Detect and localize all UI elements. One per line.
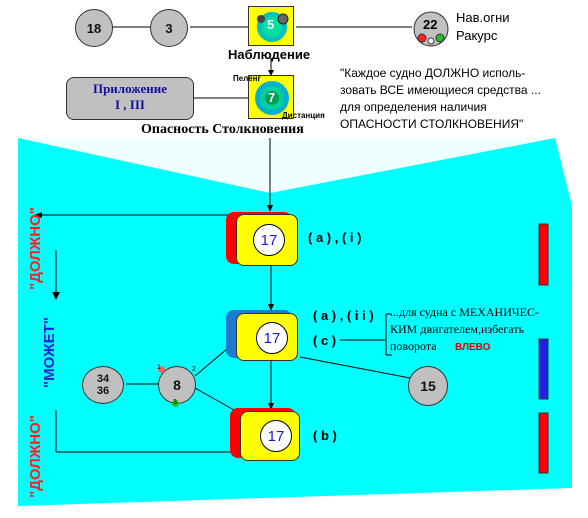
nav-lights-icon: 22 bbox=[412, 11, 450, 47]
note-line3: поворота bbox=[390, 339, 437, 353]
note-line2: КИМ двигателем,избегать bbox=[390, 322, 525, 336]
must-bottom-label: "ДОЛЖНО" bbox=[26, 415, 44, 498]
circle-8-dot-3-label: 3 bbox=[173, 399, 177, 406]
card2-number: 17 bbox=[256, 322, 288, 354]
quote-line3: для определения наличия bbox=[340, 100, 487, 114]
circle-18: 18 bbox=[75, 9, 113, 47]
quote-line2: зовать ВСЕ имеющиеся средства ... bbox=[340, 83, 541, 97]
radar-icon: 7 bbox=[248, 75, 294, 119]
card1-label: ( a ) , ( i ) bbox=[308, 230, 362, 245]
circle-36: 36 bbox=[96, 385, 110, 397]
card2-label-1: ( a ) , ( i i ) bbox=[313, 308, 374, 323]
radar-icon-num: 7 bbox=[268, 90, 276, 105]
card1-number: 17 bbox=[253, 224, 285, 256]
circle-15: 15 bbox=[408, 366, 448, 406]
circle-34: 34 bbox=[96, 373, 110, 385]
circle-8-dot-2-label: 2 bbox=[192, 366, 196, 373]
quote-line4: ОПАСНОСТИ СТОЛКНОВЕНИЯ" bbox=[340, 117, 524, 131]
circle-8-dot-1 bbox=[158, 366, 165, 373]
must-top-label: "ДОЛЖНО" bbox=[26, 207, 44, 290]
note-line1: ...для судна с МЕХАНИЧЕС- bbox=[390, 305, 539, 319]
card3-number: 17 bbox=[260, 420, 292, 452]
danger-label: Опасность Столкновения bbox=[141, 122, 304, 137]
circle-8-dot-1-label: 1 bbox=[157, 364, 161, 371]
appendix-box: Приложение I , III bbox=[66, 77, 194, 120]
note-left: ВЛЕВО bbox=[455, 342, 491, 353]
nav-lights-icon-num: 22 bbox=[423, 17, 438, 32]
appendix-line1: Приложение bbox=[92, 81, 168, 96]
observation-icon: 5 bbox=[248, 6, 294, 46]
card3-label: ( b ) bbox=[313, 428, 337, 443]
radar-right-label: Дистанция bbox=[282, 111, 325, 120]
observation-label: Наблюдение bbox=[228, 47, 311, 62]
card2-label-2: ( c ) bbox=[313, 333, 337, 348]
may-label: "МОЖЕТ" bbox=[40, 317, 58, 388]
radar-top-label: Пеленг bbox=[233, 74, 261, 83]
quote-line1: "Каждое судно ДОЛЖНО исполь- bbox=[340, 66, 526, 80]
observation-icon-num: 5 bbox=[267, 17, 275, 32]
circle-8-dot-3 bbox=[172, 400, 179, 407]
appendix-line2: I , III bbox=[115, 97, 145, 112]
circle-3: 3 bbox=[150, 9, 188, 47]
nav-label-line1: Нав.огни bbox=[456, 10, 510, 25]
nav-label-line2: Ракурс bbox=[456, 28, 498, 43]
circle-34-36: 34 36 bbox=[82, 366, 124, 404]
